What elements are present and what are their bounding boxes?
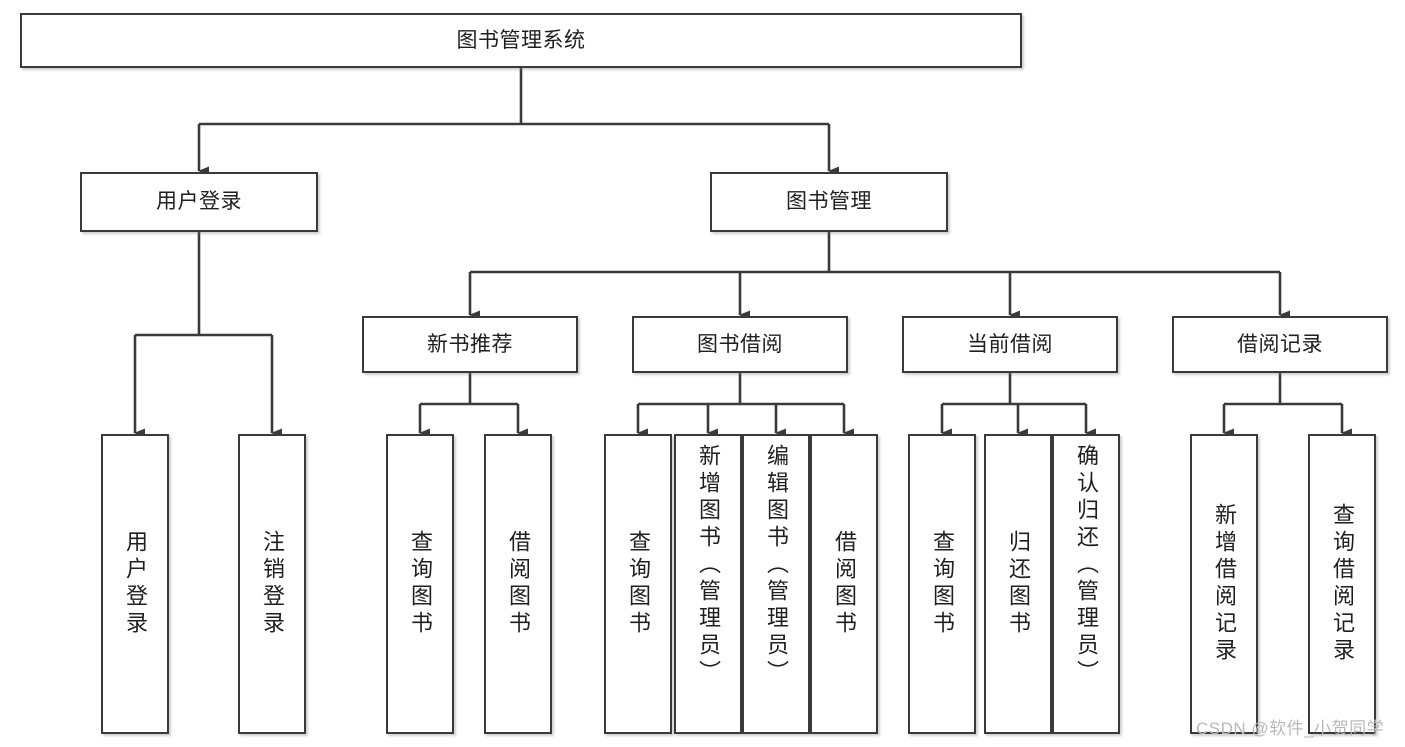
node-root[interactable]: 图书管理系统 <box>20 13 1022 68</box>
node-user-login[interactable]: 用户登录 <box>80 172 318 232</box>
node-leaf-add-book[interactable]: 新增图书（管理员） <box>674 434 742 734</box>
node-leaf-query-book-2[interactable]: 查询图书 <box>604 434 672 734</box>
node-leaf-query-record[interactable]: 查询借阅记录 <box>1308 434 1376 734</box>
node-leaf-borrow-book-1[interactable]: 借阅图书 <box>484 434 552 734</box>
node-label: 编辑图书（管理员） <box>764 444 789 687</box>
node-leaf-query-book-3[interactable]: 查询图书 <box>908 434 976 734</box>
node-new-book-rec[interactable]: 新书推荐 <box>362 316 578 373</box>
node-borrow-record[interactable]: 借阅记录 <box>1172 316 1388 373</box>
node-label: 图书借阅 <box>697 332 783 356</box>
node-leaf-confirm-return[interactable]: 确认归还（管理员） <box>1052 434 1120 734</box>
node-leaf-add-record[interactable]: 新增借阅记录 <box>1190 434 1258 734</box>
node-leaf-return-book[interactable]: 归还图书 <box>984 434 1052 734</box>
node-label: 图书管理 <box>786 190 872 214</box>
node-label: 新书推荐 <box>427 332 513 356</box>
node-current-borrow[interactable]: 当前借阅 <box>902 316 1118 373</box>
edge-group <box>133 68 1352 438</box>
node-label: 用户登录 <box>156 190 242 214</box>
node-label: 借阅图书 <box>832 530 857 638</box>
node-label: 新增图书（管理员） <box>696 444 721 687</box>
node-label: 归还图书 <box>1006 530 1031 638</box>
node-label: 查询图书 <box>930 530 955 638</box>
node-label: 借阅图书 <box>506 530 531 638</box>
node-label: 注销登录 <box>260 530 285 638</box>
node-label: 新增借阅记录 <box>1212 503 1237 665</box>
node-leaf-logout[interactable]: 注销登录 <box>238 434 306 734</box>
node-book-manage[interactable]: 图书管理 <box>710 172 948 232</box>
node-label: 图书管理系统 <box>456 28 586 52</box>
node-label: 查询借阅记录 <box>1330 503 1355 665</box>
node-label: 用户登录 <box>123 530 148 638</box>
node-book-borrow[interactable]: 图书借阅 <box>632 316 848 373</box>
node-leaf-edit-book[interactable]: 编辑图书（管理员） <box>742 434 810 734</box>
node-label: 确认归还（管理员） <box>1074 444 1099 687</box>
node-label: 借阅记录 <box>1237 332 1323 356</box>
node-label: 查询图书 <box>626 530 651 638</box>
node-leaf-user-login[interactable]: 用户登录 <box>101 434 169 734</box>
node-label: 查询图书 <box>408 530 433 638</box>
node-label: 当前借阅 <box>967 332 1053 356</box>
node-leaf-borrow-book-2[interactable]: 借阅图书 <box>810 434 878 734</box>
node-leaf-query-book-1[interactable]: 查询图书 <box>386 434 454 734</box>
